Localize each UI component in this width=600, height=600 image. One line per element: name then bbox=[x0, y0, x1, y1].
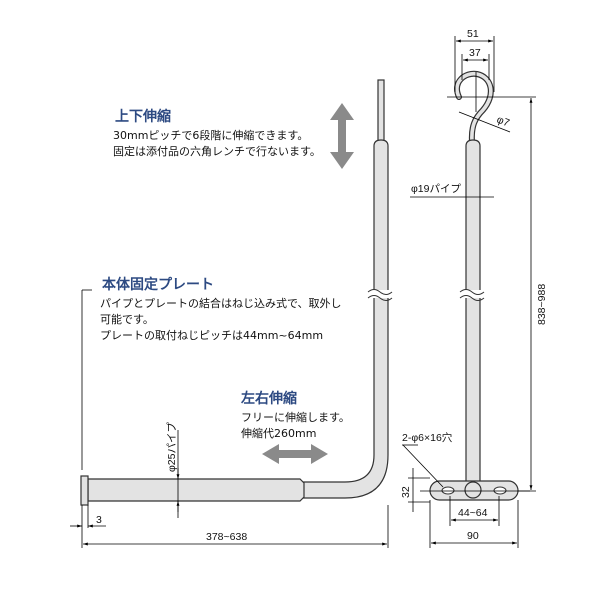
vertical-extension-note: 上下伸縮 30mmピッチで6段階に伸縮できます。 固定は添付品の六角レンチで行な… bbox=[113, 108, 321, 158]
note-line: 可能です。 bbox=[100, 312, 154, 326]
horizontal-arrow-icon bbox=[262, 444, 328, 464]
length-range: 378~638 bbox=[206, 531, 247, 543]
horizontal-extension-note: 左右伸縮 フリーに伸縮します。 伸縮代260mm bbox=[240, 390, 350, 440]
note-line: フリーに伸縮します。 bbox=[241, 410, 350, 424]
note-line: 固定は添付品の六角レンチで行ないます。 bbox=[113, 144, 321, 158]
note-line: パイプとプレートの結合はねじ込み式で、取外し bbox=[100, 296, 342, 310]
vertical-arrow-icon bbox=[330, 103, 354, 169]
hook-wire-diameter: φ7 bbox=[495, 114, 511, 130]
break-gap bbox=[370, 290, 392, 298]
heading: 本体固定プレート bbox=[102, 276, 214, 293]
body-plate-note: 本体固定プレート パイプとプレートの結合はねじ込み式で、取外し 可能です。 プレ… bbox=[100, 276, 342, 342]
side-view: φ25パイプ 3 378~638 bbox=[70, 79, 393, 548]
adjust-rod bbox=[377, 79, 385, 143]
vertical-pipe bbox=[465, 139, 481, 483]
height-range: 838~988 bbox=[536, 284, 548, 325]
pipe-vertical-diameter: φ19パイプ bbox=[411, 183, 461, 195]
note-line: 伸縮代260mm bbox=[241, 426, 316, 440]
front-view: 51 37 φ7 φ19パイプ 838~988 2-φ6×16穴 32 44~6… bbox=[400, 28, 548, 548]
vertical-pipe bbox=[301, 139, 389, 499]
plate-width: 90 bbox=[467, 530, 479, 542]
hook-outer-width: 51 bbox=[467, 28, 479, 40]
heading: 上下伸縮 bbox=[115, 108, 171, 125]
plate-thickness: 3 bbox=[96, 514, 102, 526]
horizontal-pipe bbox=[87, 478, 305, 502]
hole-pitch: 44~64 bbox=[458, 507, 488, 519]
note-line: プレートの取付ねじピッチは44mm~64mm bbox=[100, 329, 323, 342]
hook bbox=[455, 72, 493, 144]
note-line: 30mmピッチで6段階に伸縮できます。 bbox=[113, 128, 308, 142]
heading: 左右伸縮 bbox=[240, 390, 297, 407]
hook-inner-width: 37 bbox=[469, 47, 481, 59]
pipe-horizontal-diameter: φ25パイプ bbox=[166, 422, 178, 472]
plate-height: 32 bbox=[400, 486, 412, 498]
holes-spec: 2-φ6×16穴 bbox=[402, 431, 453, 444]
mount-plate bbox=[80, 475, 89, 506]
